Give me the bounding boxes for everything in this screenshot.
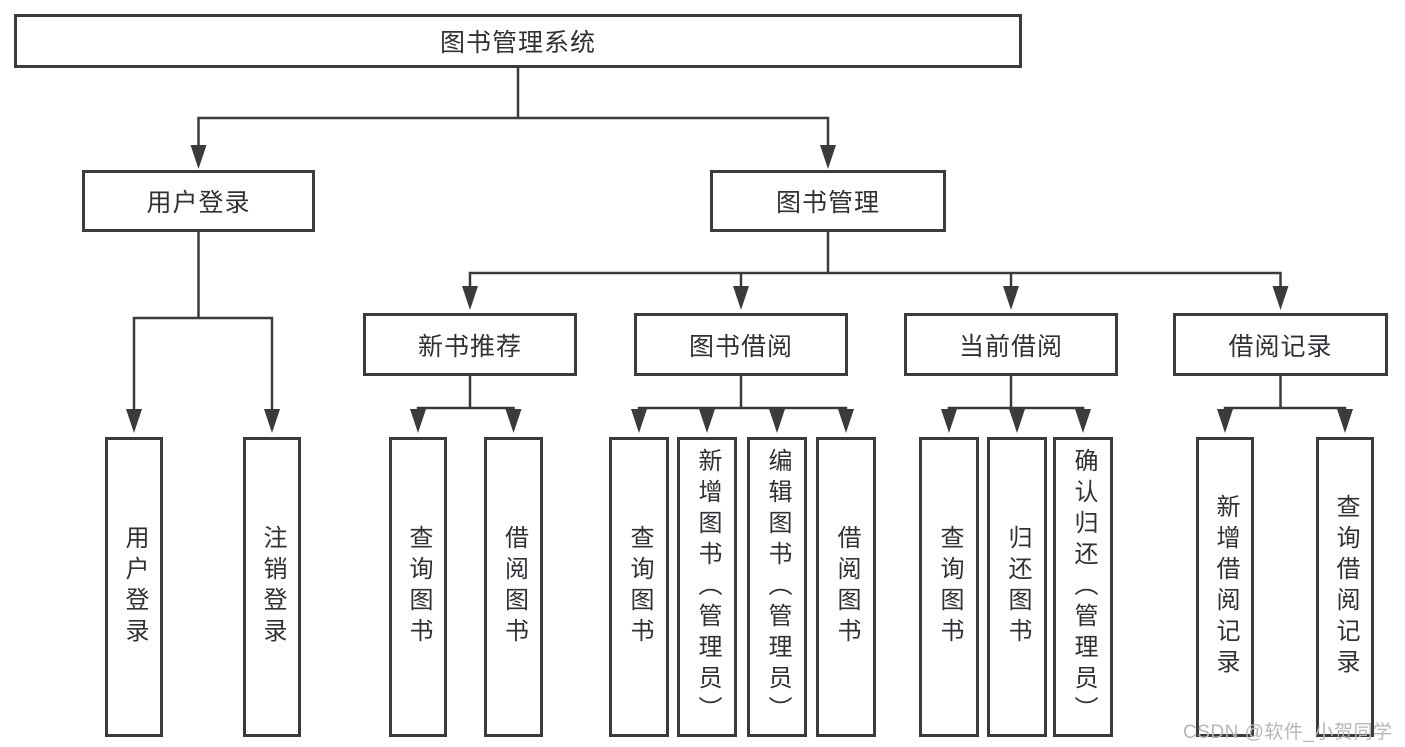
- node-new-book-recommend: 新书推荐: [363, 313, 577, 376]
- leaf-borrow-books-recommend: 借阅图书: [484, 437, 543, 737]
- leaf-edit-books-admin: 编辑图书（管理员）: [747, 437, 807, 737]
- leaf-query-books-current: 查询图书: [919, 437, 979, 737]
- csdn-watermark: CSDN @软件_小贺同学: [1183, 722, 1393, 743]
- leaf-query-borrow-record: 查询借阅记录: [1316, 437, 1374, 737]
- leaf-add-books-admin: 新增图书（管理员）: [677, 437, 737, 737]
- leaf-add-borrow-record: 新增借阅记录: [1196, 437, 1254, 737]
- leaf-query-books-recommend: 查询图书: [389, 437, 447, 737]
- node-book-borrowing: 图书借阅: [634, 313, 848, 376]
- leaf-query-books-borrowing: 查询图书: [609, 437, 669, 737]
- leaf-logout: 注销登录: [243, 437, 301, 737]
- leaf-return-books: 归还图书: [987, 437, 1047, 737]
- node-current-borrowing: 当前借阅: [904, 313, 1118, 376]
- leaf-confirm-return-admin: 确认归还（管理员）: [1053, 437, 1113, 737]
- node-borrow-records: 借阅记录: [1173, 313, 1388, 376]
- node-user-login: 用户登录: [82, 170, 315, 232]
- leaf-user-login: 用户登录: [105, 437, 163, 737]
- node-book-management: 图书管理: [710, 170, 946, 232]
- arrowhead-icons: [126, 145, 1353, 433]
- node-root-system: 图书管理系统: [14, 14, 1022, 68]
- leaf-borrow-books: 借阅图书: [816, 437, 876, 737]
